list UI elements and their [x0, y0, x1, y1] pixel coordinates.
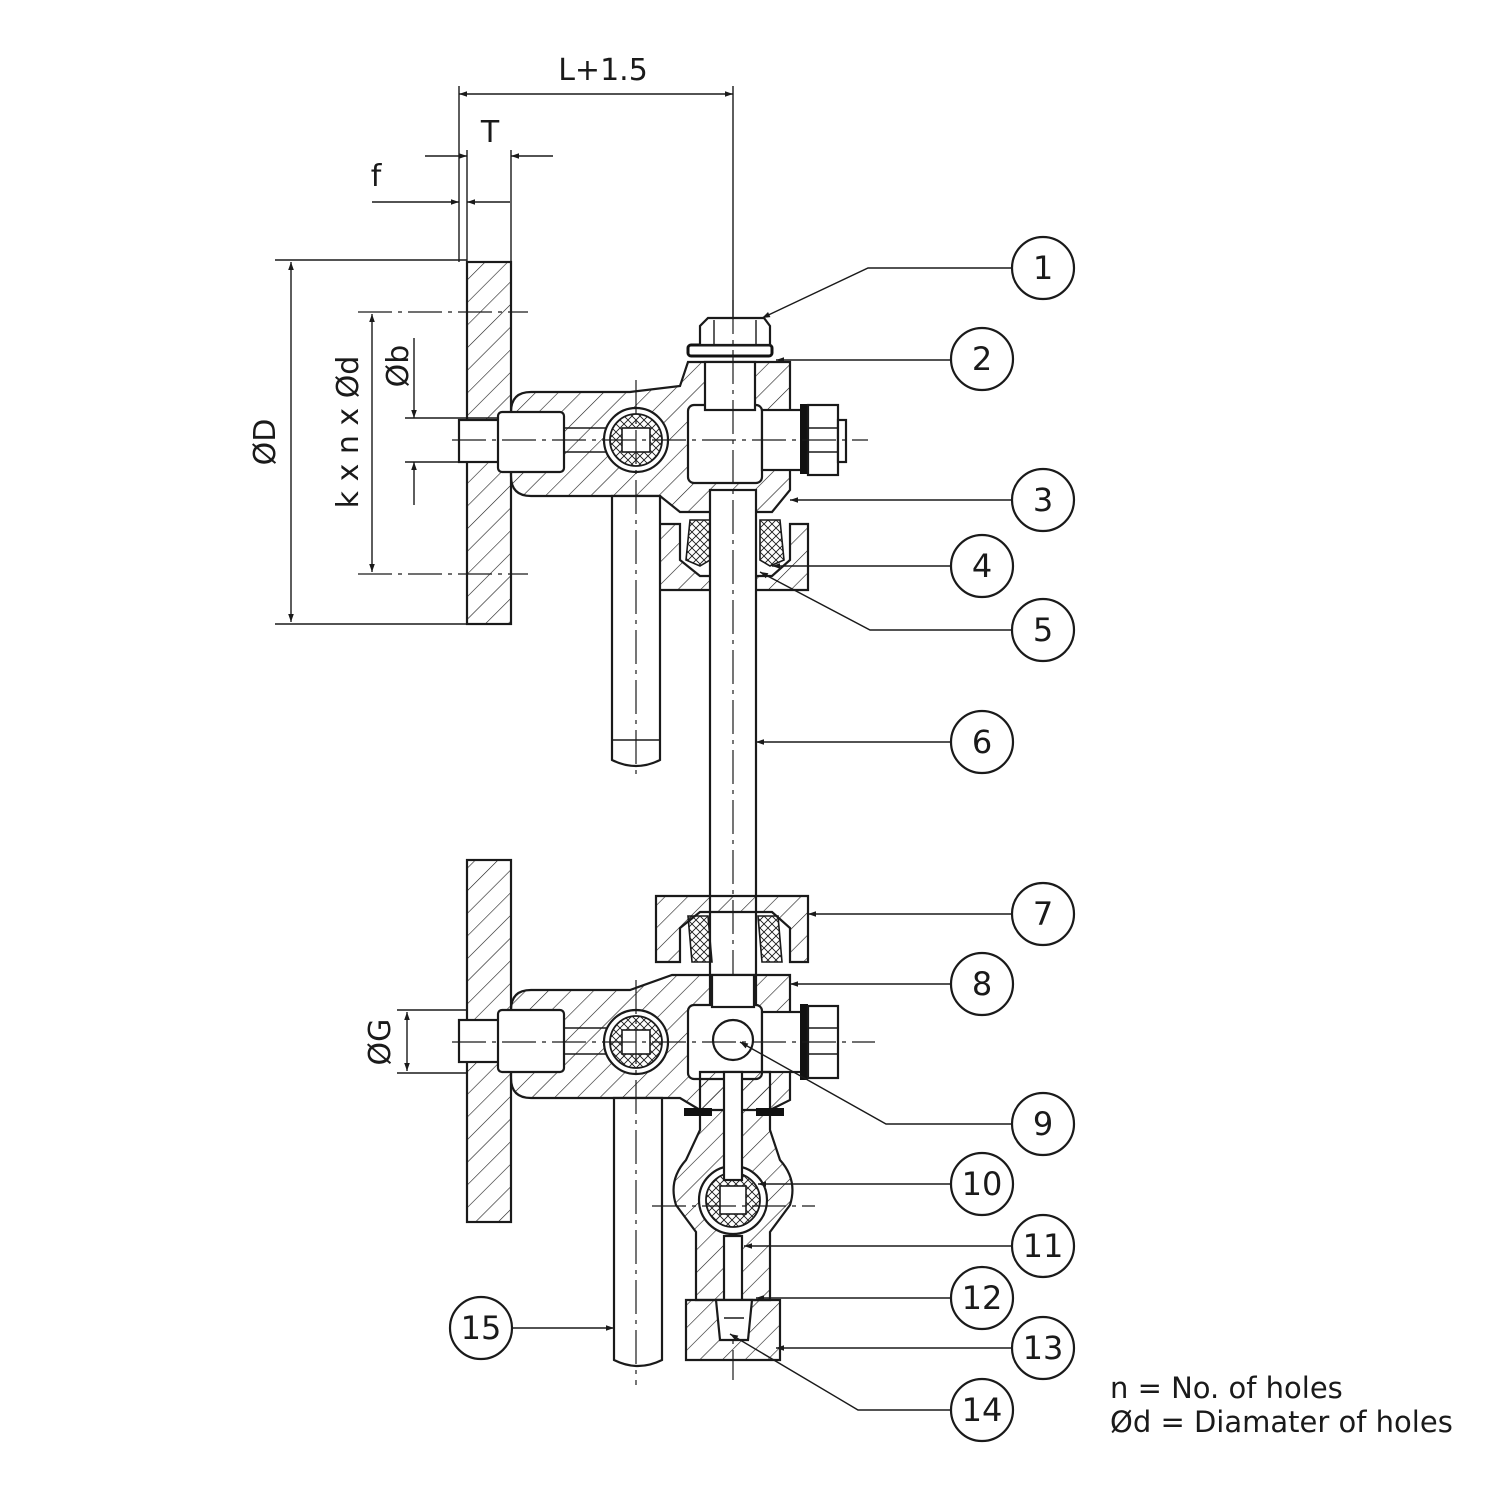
balloon-9: 9 — [1010, 1091, 1076, 1157]
svg-text:9: 9 — [1033, 1105, 1053, 1143]
dimension-L-label: L+1.5 — [558, 53, 648, 88]
dimension-f: f — [371, 159, 510, 205]
dimension-T-label: T — [480, 115, 500, 150]
lower-gland-nut — [654, 894, 810, 964]
dimension-k-n-d: k x n x Ød — [331, 311, 528, 575]
svg-text:14: 14 — [962, 1391, 1003, 1429]
svg-text:4: 4 — [972, 547, 992, 585]
balloon-1: 1 — [1010, 235, 1076, 301]
balloon-4: 4 — [949, 533, 1015, 599]
svg-text:10: 10 — [962, 1165, 1003, 1203]
balloon-6: 6 — [949, 709, 1015, 775]
lower-valve — [452, 858, 875, 1385]
svg-text:6: 6 — [972, 723, 992, 761]
leader-lines — [512, 267, 1012, 1411]
balloon-12: 12 — [949, 1265, 1015, 1331]
svg-text:2: 2 — [972, 340, 992, 378]
svg-text:13: 13 — [1023, 1329, 1064, 1367]
balloon-15: 15 — [448, 1295, 514, 1361]
check-ball — [711, 1018, 755, 1062]
svg-text:1: 1 — [1033, 249, 1053, 287]
lower-handle — [612, 1096, 664, 1368]
balloon-8: 8 — [949, 951, 1015, 1017]
dimension-T: T — [425, 115, 553, 262]
dimension-b-label: Øb — [381, 345, 416, 388]
svg-text:11: 11 — [1023, 1227, 1064, 1265]
svg-text:12: 12 — [962, 1279, 1003, 1317]
balloon-14: 14 — [949, 1377, 1015, 1443]
svg-text:8: 8 — [972, 965, 992, 1003]
dimension-D: ØD — [248, 259, 467, 625]
balloon-13: 13 — [1010, 1315, 1076, 1381]
dimension-L: L+1.5 — [458, 53, 734, 330]
dimension-f-label: f — [371, 159, 383, 194]
svg-text:7: 7 — [1033, 895, 1053, 933]
balloon-5: 5 — [1010, 597, 1076, 663]
svg-text:15: 15 — [461, 1309, 502, 1347]
dimension-G: ØG — [363, 1009, 468, 1074]
dimension-G-label: ØG — [363, 1019, 398, 1066]
balloon-7: 7 — [1010, 881, 1076, 947]
svg-text:5: 5 — [1033, 611, 1053, 649]
note-holes-count: n = No. of holes — [1110, 1371, 1343, 1405]
balloon-10: 10 — [949, 1151, 1015, 1217]
upper-gland-nut — [656, 522, 810, 592]
top-bolt — [698, 316, 772, 347]
upper-valve — [452, 260, 868, 780]
balloon-2: 2 — [949, 326, 1015, 392]
balloon-11: 11 — [1010, 1213, 1076, 1279]
dimension-D-label: ØD — [248, 419, 283, 466]
svg-text:3: 3 — [1033, 481, 1053, 519]
dimension-k-n-d-label: k x n x Ød — [331, 356, 366, 509]
balloon-3: 3 — [1010, 467, 1076, 533]
note-holes-diameter: Ød = Diamater of holes — [1110, 1405, 1453, 1439]
